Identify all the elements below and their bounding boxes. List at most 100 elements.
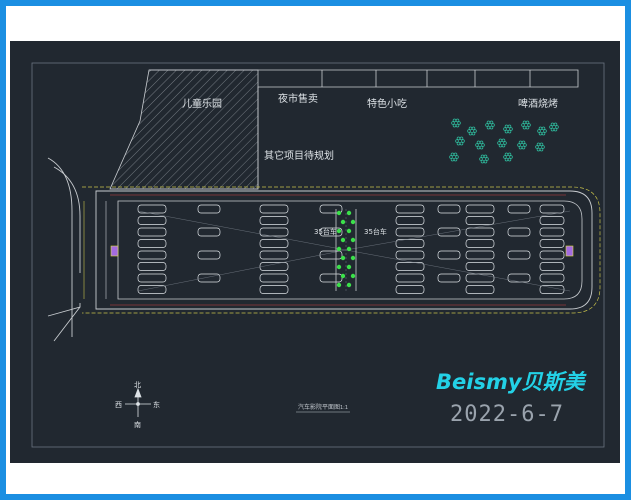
parking-car (539, 239, 565, 248)
screen-light (340, 255, 346, 261)
parking-car (137, 239, 167, 248)
screen-light (350, 255, 356, 261)
tree-icon (449, 152, 459, 162)
parking-car (539, 227, 565, 237)
parking-car (465, 239, 495, 248)
label-night-market: 夜市售卖 (278, 92, 318, 105)
tree-icon (467, 126, 477, 136)
screen-light (340, 237, 346, 243)
tree-icon (485, 120, 495, 130)
parking-car (197, 273, 221, 283)
parking-blocks (137, 204, 571, 294)
screen-lights (336, 210, 356, 288)
parking-car (395, 250, 425, 260)
tree-icon (549, 122, 559, 132)
screen-light (346, 210, 352, 216)
compass-icon (125, 387, 151, 417)
parking-car (437, 204, 461, 214)
screen-area (335, 209, 357, 291)
parking-car (259, 262, 289, 271)
parking-car (507, 273, 531, 283)
screen-light (336, 246, 342, 252)
parking-car (539, 273, 565, 283)
tree-icon (497, 138, 507, 148)
parking-lot-outline (82, 186, 601, 314)
parking-car (539, 204, 565, 214)
label-snacks: 特色小吃 (367, 97, 407, 110)
parking-car (319, 273, 343, 283)
parking-car (395, 285, 425, 294)
compass-east: 东 (153, 400, 160, 409)
screen-light (336, 228, 342, 234)
parking-car (395, 227, 425, 237)
parking-car (465, 273, 495, 283)
parking-car (137, 216, 167, 225)
parking-car (437, 250, 461, 260)
label-other-project: 其它项目待规划 (264, 149, 334, 162)
drawing-border (31, 62, 605, 448)
sight-line (137, 249, 347, 292)
parking-car (259, 204, 289, 214)
label-children-park: 儿童乐园 (182, 97, 222, 110)
screen-light (336, 282, 342, 288)
screen-light (346, 228, 352, 234)
parking-car (319, 204, 343, 214)
access-roads (47, 157, 81, 342)
parking-car (137, 250, 167, 260)
sight-line (345, 249, 571, 292)
screen-light (340, 273, 346, 279)
parking-car (197, 227, 221, 237)
parking-car (465, 285, 495, 294)
parking-car (539, 250, 565, 260)
parking-car (137, 227, 167, 237)
parking-car (395, 204, 425, 214)
label-bbq: 啤酒烧烤 (518, 97, 558, 110)
drawing-date: 2022-6-7 (450, 402, 564, 427)
parking-car (259, 250, 289, 260)
parking-car (137, 285, 167, 294)
tree-cluster (449, 118, 559, 164)
parking-car (197, 204, 221, 214)
parking-car (465, 262, 495, 271)
site-plan-drawing: 儿童乐园 夜市售卖 特色小吃 啤酒烧烤 其它项目待规划 35台车 35台车 汽车… (31, 62, 605, 448)
parking-car (395, 239, 425, 248)
parking-car (395, 216, 425, 225)
screen-light (346, 264, 352, 270)
parking-car (465, 216, 495, 225)
screen-light (346, 282, 352, 288)
screen-light (350, 273, 356, 279)
label-right-cars: 35台车 (364, 227, 387, 236)
parking-car (539, 216, 565, 225)
parking-car (319, 250, 343, 260)
parking-car (259, 239, 289, 248)
tree-icon (455, 136, 465, 146)
parking-car (465, 227, 495, 237)
screen-light (350, 219, 356, 225)
parking-car (437, 227, 461, 237)
brand-logo: Beismy贝斯美 (436, 370, 585, 394)
parking-car (507, 204, 531, 214)
parking-car (465, 250, 495, 260)
parking-car (507, 227, 531, 237)
screen-light (350, 237, 356, 243)
label-plan-scale: 1:1 (340, 405, 348, 411)
parking-car (259, 216, 289, 225)
label-plan-title: 汽车影院平面图 (298, 403, 340, 411)
tree-icon (521, 120, 531, 130)
compass-south: 南 (134, 420, 141, 429)
parking-car (465, 204, 495, 214)
parking-car (395, 273, 425, 283)
parking-car (259, 227, 289, 237)
parking-car (437, 273, 461, 283)
parking-car (137, 204, 167, 214)
right-gate (565, 245, 574, 257)
sight-line (345, 210, 571, 251)
parking-car (319, 227, 343, 237)
parking-car (137, 262, 167, 271)
cad-drawing-canvas[interactable]: 儿童乐园 夜市售卖 特色小吃 啤酒烧烤 其它项目待规划 35台车 35台车 汽车… (10, 41, 620, 463)
tree-icon (475, 140, 485, 150)
screen-light (336, 210, 342, 216)
tree-icon (517, 140, 527, 150)
children-park-hatch (109, 69, 259, 190)
parking-car (507, 250, 531, 260)
